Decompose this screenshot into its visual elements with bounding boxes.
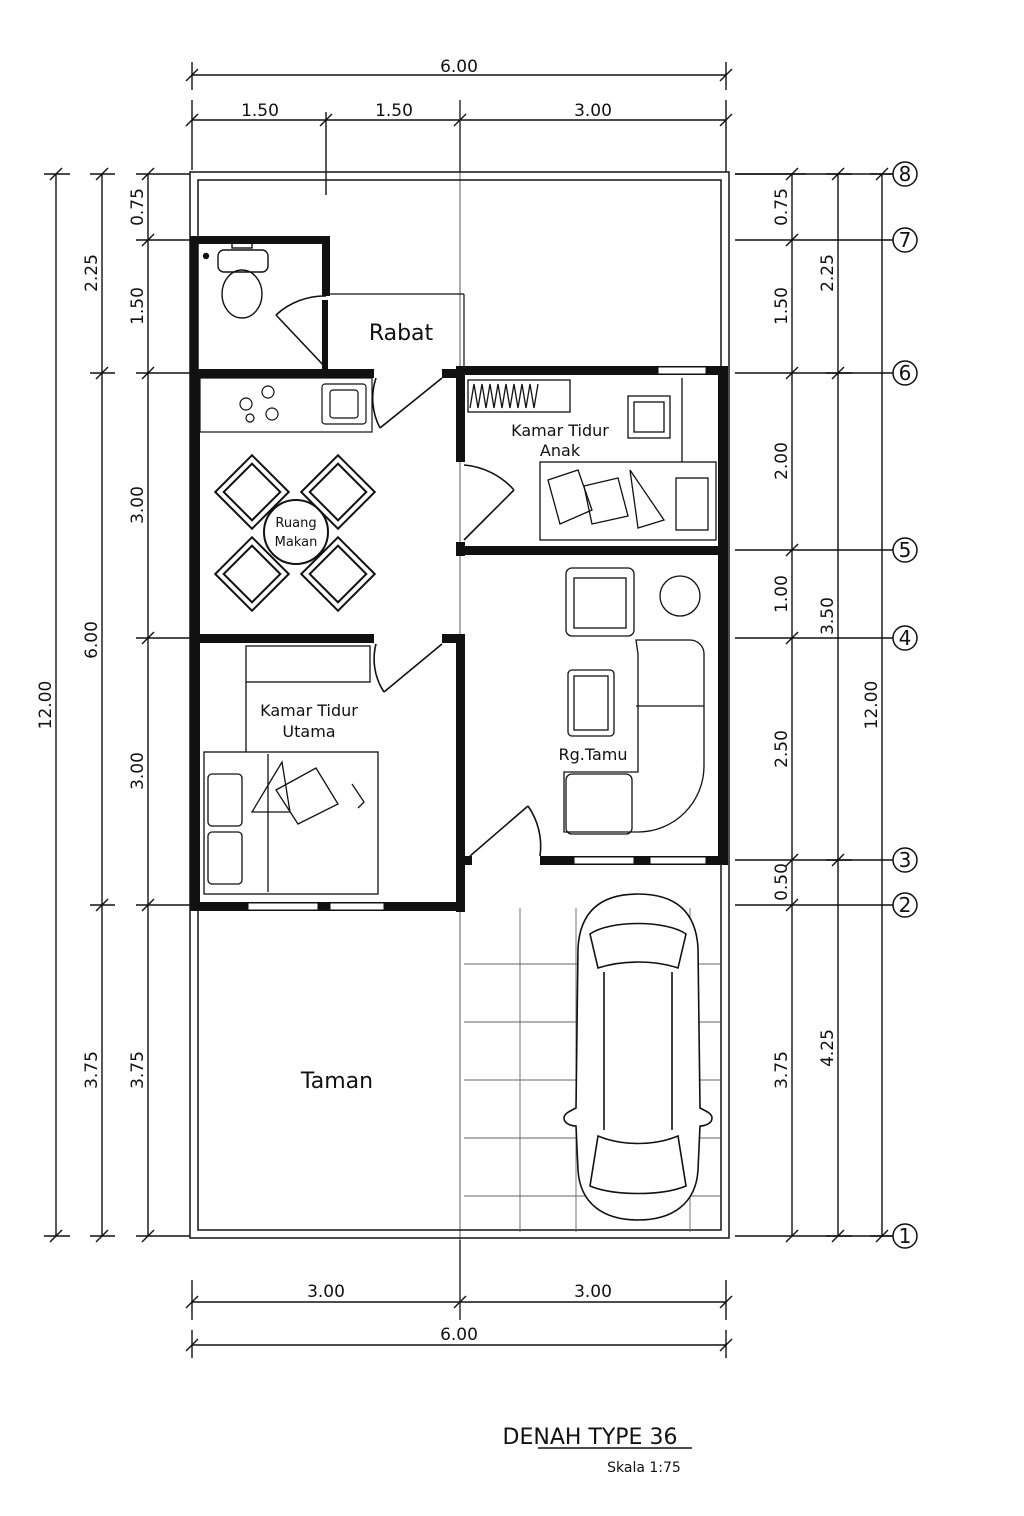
grid-label-7: 7 bbox=[899, 228, 912, 252]
dim-left-mid-2: 6.00 bbox=[82, 621, 102, 659]
grid-bubble-labels: 8 7 6 5 4 3 2 1 bbox=[899, 162, 912, 1248]
grid-label-6: 6 bbox=[899, 361, 912, 385]
title-block: DENAH TYPE 36 Skala 1:75 bbox=[503, 1425, 692, 1476]
grid-label-1: 1 bbox=[899, 1224, 912, 1248]
room-label-kamar-utama-1: Kamar Tidur bbox=[260, 701, 358, 720]
dim-right-in-1: 0.75 bbox=[772, 188, 792, 226]
car bbox=[563, 893, 713, 1221]
dim-right-in-5: 2.50 bbox=[772, 730, 792, 768]
dim-right-in-7: 3.75 bbox=[772, 1051, 792, 1089]
toilet-fixture bbox=[202, 239, 269, 319]
dimension-labels: 6.00 1.50 1.50 3.00 3.00 3.00 6.00 12.00… bbox=[36, 57, 882, 1345]
dim-top-seg-3: 3.00 bbox=[574, 101, 612, 121]
room-label-ruang-tamu: Rg.Tamu bbox=[558, 745, 627, 764]
dim-bottom-total: 6.00 bbox=[440, 1325, 478, 1345]
grid-label-8: 8 bbox=[899, 162, 912, 186]
room-label-kamar-anak-1: Kamar Tidur bbox=[511, 421, 609, 440]
room-label-ruang-makan-2: Makan bbox=[275, 535, 318, 550]
bed-anak bbox=[467, 378, 717, 541]
dim-right-in-3: 2.00 bbox=[772, 442, 792, 480]
dim-left-in-1: 0.75 bbox=[128, 188, 148, 226]
kitchen-counter bbox=[199, 377, 373, 433]
room-labels: Rabat Kamar Tidur Anak Ruang Makan Kamar… bbox=[260, 321, 627, 1094]
dim-left-mid-3: 3.75 bbox=[82, 1051, 102, 1089]
windows bbox=[247, 366, 707, 911]
dim-bottom-seg-2: 3.00 bbox=[574, 1282, 612, 1302]
room-label-kamar-utama-2: Utama bbox=[282, 722, 335, 741]
rabat-area bbox=[330, 293, 465, 368]
grid-label-2: 2 bbox=[899, 893, 912, 917]
dim-right-in-4: 1.00 bbox=[772, 575, 792, 613]
dim-right-outer: 12.00 bbox=[862, 681, 882, 730]
grid-label-4: 4 bbox=[899, 626, 912, 650]
dimension-lines bbox=[44, 62, 893, 1358]
dining-set bbox=[213, 453, 377, 613]
walls bbox=[190, 236, 728, 912]
dim-right-in-2: 1.50 bbox=[772, 287, 792, 325]
dim-left-in-2: 1.50 bbox=[128, 287, 148, 325]
dim-right-mid-2: 3.50 bbox=[818, 597, 838, 635]
drawing-scale: Skala 1:75 bbox=[607, 1460, 681, 1476]
dim-left-in-5: 3.75 bbox=[128, 1051, 148, 1089]
doors bbox=[275, 295, 542, 857]
dim-bottom-seg-1: 3.00 bbox=[307, 1282, 345, 1302]
dim-top-seg-1: 1.50 bbox=[241, 101, 279, 121]
room-label-ruang-makan-1: Ruang bbox=[275, 516, 316, 531]
room-label-rabat: Rabat bbox=[369, 321, 434, 346]
drawing-title: DENAH TYPE 36 bbox=[503, 1425, 678, 1450]
grid-bubbles bbox=[892, 161, 918, 1249]
dim-left-in-3: 3.00 bbox=[128, 486, 148, 524]
grid-label-5: 5 bbox=[899, 538, 912, 562]
dim-top-seg-2: 1.50 bbox=[375, 101, 413, 121]
bed-utama bbox=[203, 645, 379, 895]
dim-right-mid-3: 4.25 bbox=[818, 1029, 838, 1067]
living-room-furniture bbox=[563, 567, 705, 835]
dim-left-mid-1: 2.25 bbox=[82, 254, 102, 292]
dim-left-in-4: 3.00 bbox=[128, 752, 148, 790]
room-label-taman: Taman bbox=[300, 1069, 373, 1094]
room-label-kamar-anak-2: Anak bbox=[540, 441, 581, 460]
dim-right-mid-1: 2.25 bbox=[818, 254, 838, 292]
grid-label-3: 3 bbox=[899, 848, 912, 872]
dim-top-total: 6.00 bbox=[440, 57, 478, 77]
dim-left-outer: 12.00 bbox=[36, 681, 56, 730]
dim-right-in-6: 0.50 bbox=[772, 863, 792, 901]
